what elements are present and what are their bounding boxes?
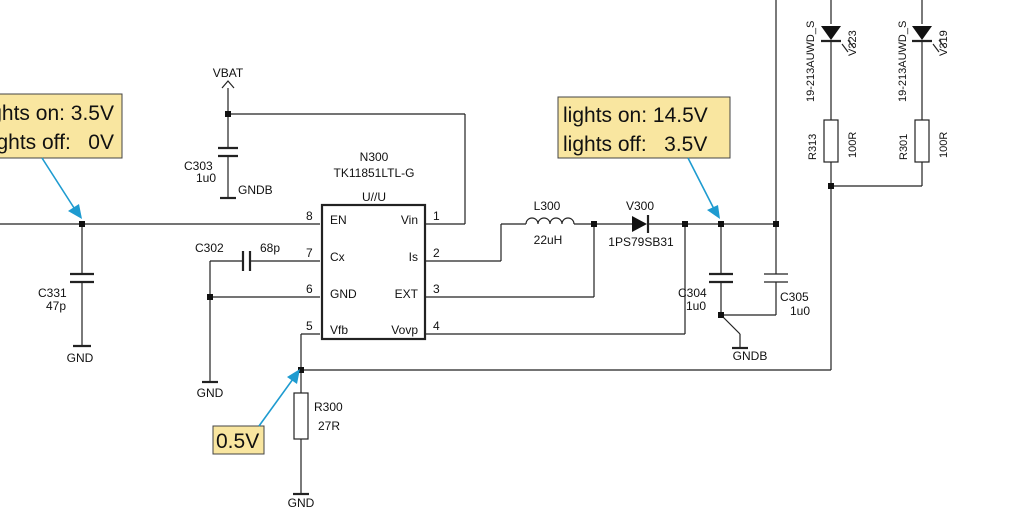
pin-name-is: Is — [409, 250, 418, 264]
pin-name-gnd: GND — [330, 287, 357, 301]
r301-value: 100R — [938, 132, 950, 158]
c303-value: 1u0 — [196, 171, 216, 185]
pin-name-vovp: Vovp — [391, 323, 418, 337]
callout-left-line2: lights off: 0V — [0, 131, 114, 154]
callout-vfb: 0.5V — [212, 369, 300, 455]
callout-vfb-text: 0.5V — [216, 430, 259, 453]
pin-num-gnd: 6 — [306, 282, 313, 296]
c331-ref: C331 — [38, 286, 67, 300]
c302-ref: C302 — [195, 241, 224, 255]
c305-ref: C305 — [780, 290, 809, 304]
c302-value: 68p — [260, 241, 280, 255]
pin-num-cx: 7 — [306, 246, 313, 260]
pin-name-vin: Vin — [401, 213, 418, 227]
v319-part: 19-213AUWD_S — [897, 21, 909, 102]
pin-num-ext: 3 — [433, 282, 440, 296]
pin-num-vovp: 4 — [433, 319, 440, 333]
capacitor-c302: C302 68p GND — [195, 241, 280, 400]
callout-right-line1: lights on: 14.5V — [563, 104, 708, 127]
c304-value: 1u0 — [686, 299, 706, 313]
ic-part: TK11851LTL-G — [334, 166, 415, 180]
diode-v300: V300 1PS79SB31 — [608, 199, 674, 249]
v323-part: 19-213AUWD_S — [805, 21, 817, 102]
r300-value: 27R — [318, 419, 340, 433]
net-gndb-c304: GNDB — [733, 349, 768, 363]
r313-value: 100R — [847, 132, 859, 158]
pin-name-ext: EXT — [395, 287, 419, 301]
capacitor-c304: C304 1u0 GNDB — [678, 272, 768, 363]
callout-right-line2: lights off: 3.5V — [563, 133, 707, 156]
callout-left-line1: lights on: 3.5V — [0, 102, 114, 125]
capacitor-c305: C305 1u0 — [764, 273, 810, 318]
led-v319: V319 19-213AUWD_S — [897, 21, 950, 102]
ic-ref: N300 — [360, 150, 389, 164]
resistor-r301: R301 100R — [898, 119, 950, 163]
r313-ref: R313 — [807, 134, 819, 160]
callout-left: lights on: 3.5V lights off: 0V — [0, 93, 123, 219]
led-v323: V323 19-213AUWD_S — [805, 21, 859, 102]
net-vbat: VBAT — [213, 66, 244, 80]
capacitor-c331: C331 47p GND — [38, 272, 94, 365]
pin-name-en: EN — [330, 213, 347, 227]
resistor-r300: R300 27R GND — [288, 392, 343, 510]
capacitor-c303: C303 1u0 GNDB — [184, 146, 273, 200]
callout-right: lights on: 14.5V lights off: 3.5V — [557, 96, 731, 219]
v323-ref: V323 — [847, 30, 859, 56]
pin-name-vfb: Vfb — [330, 323, 348, 337]
c331-value: 47p — [46, 299, 66, 313]
net-gndb-c303: GNDB — [238, 183, 273, 197]
pin-num-vfb: 5 — [306, 319, 313, 333]
junction-dot — [718, 312, 724, 318]
junction-dot — [298, 367, 304, 373]
net-gnd-c302: GND — [197, 386, 224, 400]
pin-num-en: 8 — [306, 209, 313, 223]
pin-num-vin: 1 — [433, 209, 440, 223]
junction-dot — [79, 221, 85, 227]
ic-body-label: U//U — [362, 190, 386, 204]
resistor-r313: R313 100R — [807, 119, 859, 163]
v319-ref: V319 — [938, 30, 950, 56]
junction-dot — [718, 221, 724, 227]
pin-num-is: 2 — [433, 246, 440, 260]
pin-name-cx: Cx — [330, 250, 345, 264]
net-gnd-r300: GND — [288, 496, 315, 510]
net-gnd-c331: GND — [67, 351, 94, 365]
junction-dot — [682, 221, 688, 227]
junction-dot — [591, 221, 597, 227]
c303-ref: C303 — [184, 159, 213, 173]
wires — [0, 0, 923, 494]
inductor-l300: L300 22uH — [525, 199, 575, 247]
junction-dot — [773, 221, 779, 227]
vbat-symbol: VBAT — [213, 66, 244, 89]
junction-dot — [225, 111, 231, 117]
r300-ref: R300 — [314, 400, 343, 414]
c304-ref: C304 — [678, 286, 707, 300]
ic-n300: N300 TK11851LTL-G U//U 8 EN 7 Cx 6 GND 5… — [306, 150, 440, 341]
l300-ref: L300 — [534, 199, 561, 213]
l300-value: 22uH — [534, 233, 563, 247]
r301-ref: R301 — [898, 134, 910, 160]
junction-dot — [828, 183, 834, 189]
c305-value: 1u0 — [790, 304, 810, 318]
junction-dot — [207, 294, 213, 300]
v300-value: 1PS79SB31 — [608, 235, 674, 249]
junctions — [79, 111, 834, 373]
v300-ref: V300 — [626, 199, 654, 213]
